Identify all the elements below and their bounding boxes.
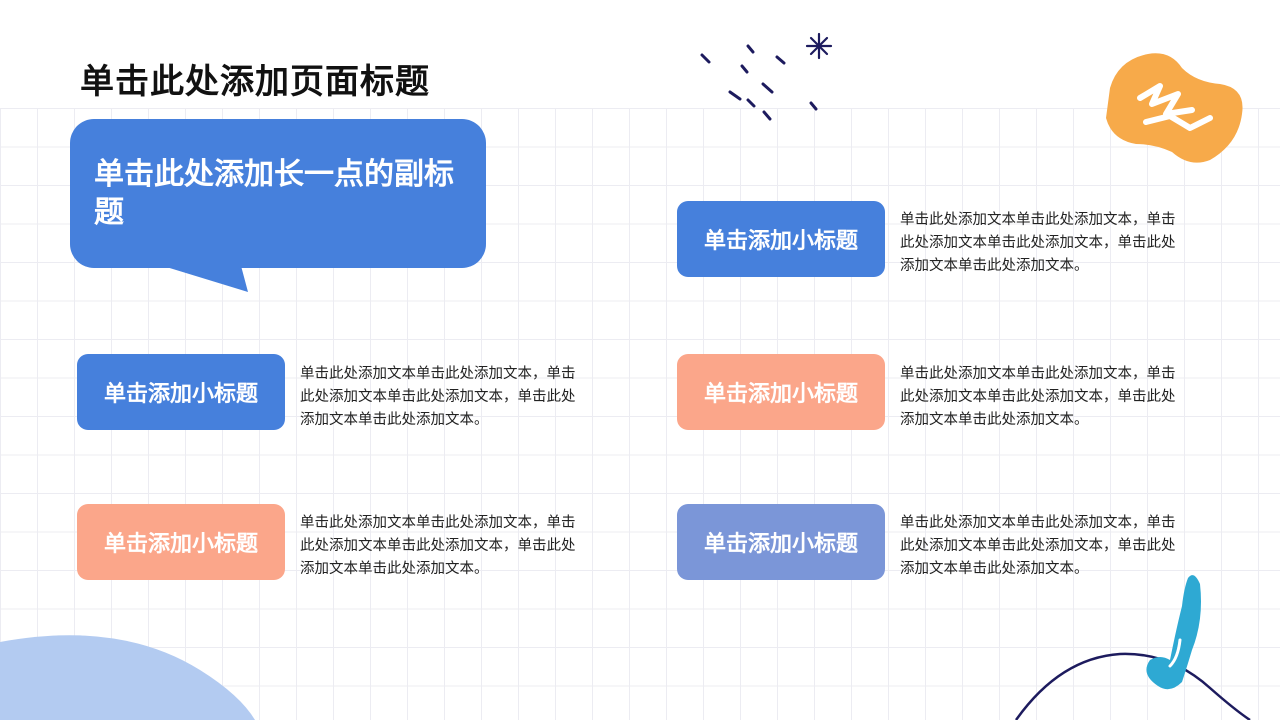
orange-paint-blob <box>1106 53 1243 163</box>
dash-scatter-decoration <box>700 32 833 121</box>
bubble-tail-shape <box>150 262 248 292</box>
item-tag-label: 单击添加小标题 <box>103 382 258 407</box>
item-tag[interactable]: 单击添加小标题 <box>77 504 285 580</box>
teal-paint-shape <box>1146 575 1201 690</box>
subtitle-text[interactable]: 单击此处添加长一点的副标题 <box>94 157 454 230</box>
item-tag[interactable]: 单击添加小标题 <box>677 504 885 580</box>
asterisk-icon <box>805 32 833 60</box>
page-title[interactable]: 单击此处添加页面标题 <box>80 62 430 102</box>
item-tag-label: 单击添加小标题 <box>703 382 858 407</box>
item-text[interactable]: 单击此处添加文本单击此处添加文本，单击此处添加文本单击此处添加文本，单击此处添加… <box>900 366 1176 428</box>
subtitle-bubble <box>70 119 486 268</box>
item-tag[interactable]: 单击添加小标题 <box>77 354 285 430</box>
item-tag[interactable]: 单击添加小标题 <box>677 201 885 277</box>
item-tag-label: 单击添加小标题 <box>703 229 858 254</box>
item-text[interactable]: 单击此处添加文本单击此处添加文本，单击此处添加文本单击此处添加文本，单击此处添加… <box>900 212 1176 274</box>
corner-blob-shape <box>0 635 255 720</box>
item-tag-label: 单击添加小标题 <box>103 532 258 557</box>
item-text[interactable]: 单击此处添加文本单击此处添加文本，单击此处添加文本单击此处添加文本，单击此处添加… <box>300 515 576 577</box>
item-text[interactable]: 单击此处添加文本单击此处添加文本，单击此处添加文本单击此处添加文本，单击此处添加… <box>300 366 576 428</box>
wave-curve-decoration <box>1014 575 1251 720</box>
item-text[interactable]: 单击此处添加文本单击此处添加文本，单击此处添加文本单击此处添加文本，单击此处添加… <box>900 515 1176 577</box>
item-tag[interactable]: 单击添加小标题 <box>677 354 885 430</box>
item-tag-label: 单击添加小标题 <box>703 532 858 557</box>
